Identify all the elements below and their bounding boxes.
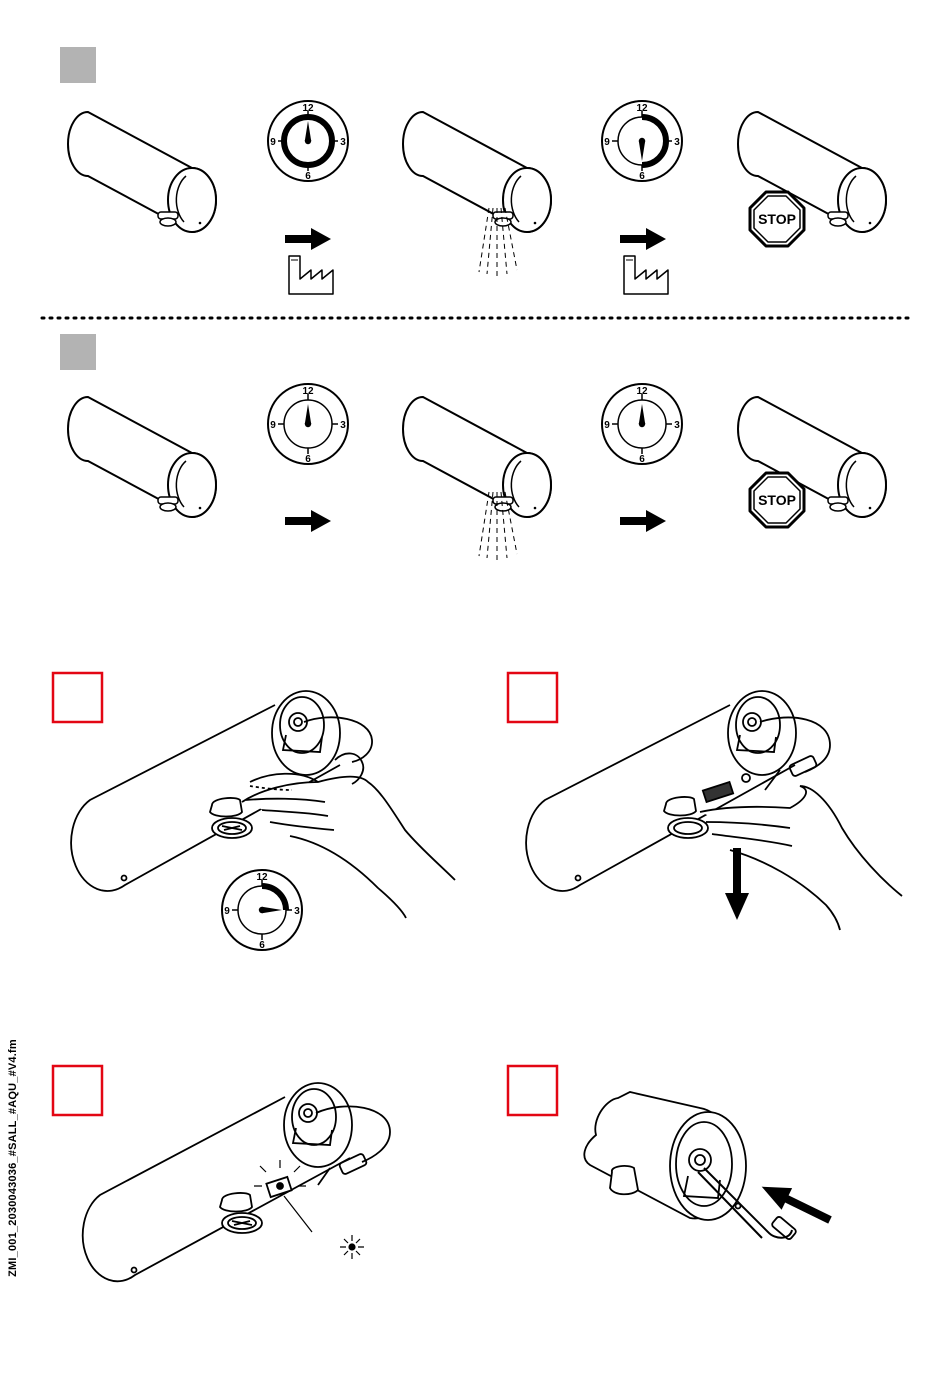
clock-numeral: 9 [270, 137, 276, 148]
arrow-right-icon [285, 228, 331, 250]
step-box-4 [508, 1066, 557, 1115]
stop-sign-text: STOP [758, 492, 796, 508]
clock-hub [305, 138, 311, 144]
arrow-right-icon [620, 228, 666, 250]
clock-numeral: 3 [340, 420, 346, 431]
arrow-insert-icon [756, 1176, 835, 1231]
step-marker-gray-2 [60, 334, 96, 370]
clock-numeral: 6 [305, 454, 311, 465]
stop-sign-2: STOP [750, 473, 804, 527]
faucet-running-1 [403, 112, 551, 232]
clock-hub [259, 907, 265, 913]
clock-hub [639, 138, 645, 144]
faucet-idle-2 [68, 397, 216, 517]
clock-icon-1: 12 3 6 9 [268, 101, 348, 182]
clock-hub [305, 421, 311, 427]
clock-numeral: 12 [302, 103, 314, 114]
clock-numeral: 6 [639, 171, 645, 182]
clock-numeral: 3 [340, 137, 346, 148]
stop-sign-text: STOP [758, 211, 796, 227]
clock-numeral: 9 [224, 906, 230, 917]
clock-numeral: 6 [259, 940, 265, 951]
arrow-right-icon [620, 510, 666, 532]
step-marker-gray-1 [60, 47, 96, 83]
faucet-running-2 [403, 397, 551, 517]
step4-faucet-front [584, 1092, 797, 1240]
clock-icon-3: 12 3 6 9 [268, 384, 348, 465]
step-box-3 [53, 1066, 102, 1115]
clock-icon-2: 12 3 6 9 [602, 101, 682, 182]
clock-numeral: 6 [305, 171, 311, 182]
clock-numeral: 9 [604, 420, 610, 431]
arrow-right-icon [285, 510, 331, 532]
step3-faucet-underside [83, 1083, 390, 1281]
light-flash-icon [340, 1235, 364, 1259]
clock-numeral: 3 [674, 420, 680, 431]
clock-numeral: 12 [302, 386, 314, 397]
factory-icon [624, 256, 668, 294]
clock-numeral: 12 [636, 386, 648, 397]
step-box-2 [508, 673, 557, 722]
file-reference-label: ZMI_001_2030043036_#SALL_#AQU_#V4.fm [7, 993, 23, 1323]
clock-hub [639, 421, 645, 427]
clock-numeral: 12 [636, 103, 648, 114]
arrow-down-icon [725, 848, 749, 920]
clock-numeral: 3 [294, 906, 300, 917]
step-box-1 [53, 673, 102, 722]
clock-icon-5: 12 3 6 9 [222, 870, 302, 951]
faucet-idle-1 [68, 112, 216, 232]
factory-icon [289, 256, 333, 294]
clock-numeral: 12 [256, 872, 268, 883]
step2-faucet-underside [526, 691, 902, 930]
stop-sign-1: STOP [750, 192, 804, 246]
clock-icon-4: 12 3 6 9 [602, 384, 682, 465]
clock-numeral: 6 [639, 454, 645, 465]
clock-numeral: 9 [604, 137, 610, 148]
clock-numeral: 3 [674, 137, 680, 148]
clock-numeral: 9 [270, 420, 276, 431]
